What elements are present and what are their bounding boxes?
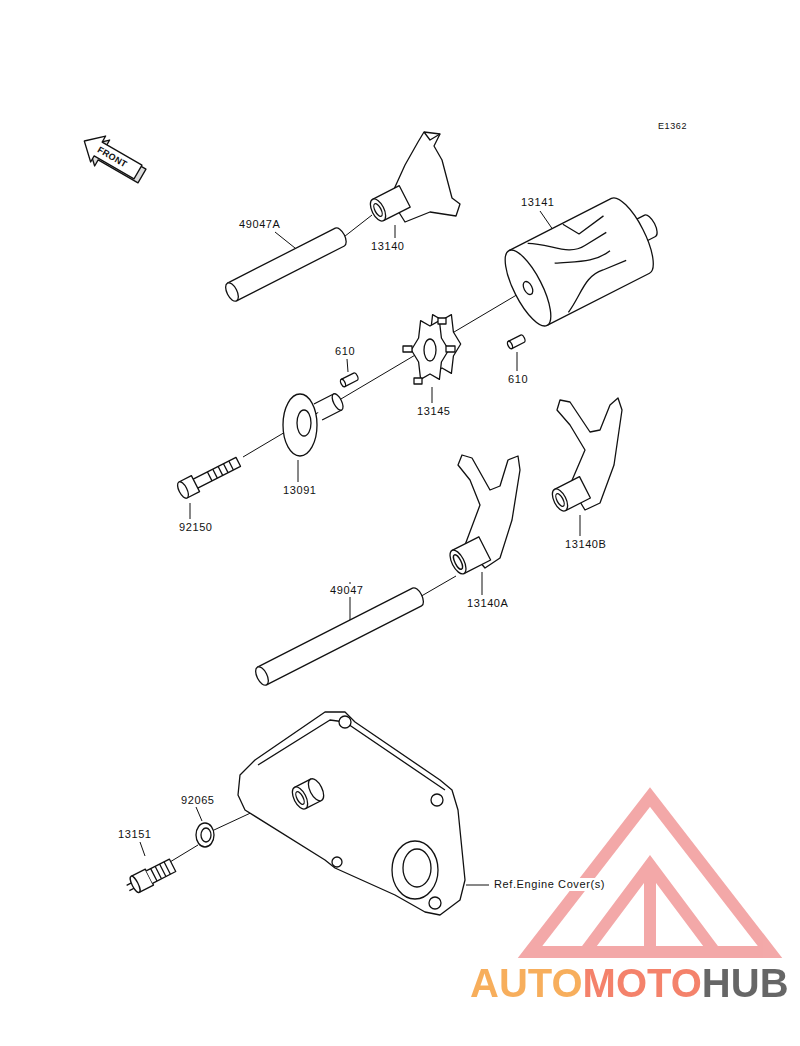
callout-number: 13145 xyxy=(416,405,452,418)
callout-number: 13091 xyxy=(282,484,318,497)
washer xyxy=(196,823,214,847)
callout-number: 92150 xyxy=(178,521,214,534)
watermark-logo xyxy=(530,797,770,952)
callout-number: 13140B xyxy=(564,538,608,551)
callout-number: 49047 xyxy=(329,584,365,597)
shift-fork xyxy=(549,398,622,513)
pin xyxy=(506,334,526,349)
positioning-plate xyxy=(283,392,345,456)
callout-number: 13140 xyxy=(370,240,406,253)
shift-rod xyxy=(223,226,349,303)
callout-number: 13151 xyxy=(117,828,153,841)
callout-number: 13141 xyxy=(520,196,556,209)
pin xyxy=(339,372,359,387)
shift-rod xyxy=(253,586,426,687)
shift-drum-cam xyxy=(403,315,461,384)
callout-number: 92065 xyxy=(180,794,216,807)
callout-number: 49047A xyxy=(238,218,282,231)
reference-note: Ref.Engine Cover(s) xyxy=(493,878,606,891)
shift-fork xyxy=(447,455,520,576)
engine-cover xyxy=(238,712,465,915)
shift-fork xyxy=(367,132,460,223)
shift-drum xyxy=(496,186,673,332)
callout-number: 610 xyxy=(334,345,356,358)
front-arrow xyxy=(77,128,150,189)
figure-code: E1362 xyxy=(657,120,688,133)
callout-number: 13140A xyxy=(466,597,510,610)
watermark: AUTOMOTOHUB xyxy=(470,960,789,1006)
bolt xyxy=(175,454,242,500)
callout-number: 610 xyxy=(507,373,529,386)
neutral-switch xyxy=(124,857,177,896)
